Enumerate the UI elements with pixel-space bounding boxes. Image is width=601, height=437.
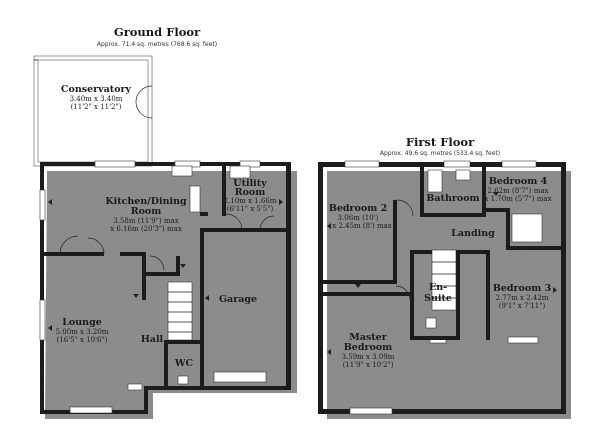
wc-toilet xyxy=(177,375,189,385)
bath-tub xyxy=(427,169,443,193)
master-bedroom-name: Master xyxy=(349,332,387,343)
kitchen-sink xyxy=(171,165,193,177)
ground-floor-title: Ground Floor xyxy=(114,25,201,39)
conservatory-inner-line xyxy=(37,59,149,163)
svg-text:3.40m x 3.40m: 3.40m x 3.40m xyxy=(70,95,123,103)
conservatory-door-swing xyxy=(135,101,153,119)
ground-stairs xyxy=(167,281,193,341)
kitchen-name: Kitchen/Dining xyxy=(105,196,187,207)
utility-wall-left xyxy=(222,166,226,216)
bathroom-basin xyxy=(455,169,471,181)
hall-name: Hall xyxy=(141,334,164,345)
ground-floor-header: Ground Floor Approx. 71.4 sq. metres (76… xyxy=(97,25,217,48)
ensuite-name: En- xyxy=(429,282,447,293)
first-stairs xyxy=(431,249,457,311)
ensuite-toilet xyxy=(425,317,437,329)
first-floor-title: First Floor xyxy=(406,135,475,149)
utility-wall-bottom xyxy=(200,228,290,232)
garage-name: Garage xyxy=(219,294,257,305)
lounge-window xyxy=(69,406,113,414)
utility-label: Utility Room 2.10m x 1.66m (6'11" x 5'5"… xyxy=(224,178,277,213)
lounge-label: Lounge 5.00m x 3.20m (16'5" x 10'6") xyxy=(56,317,109,344)
svg-text:2.77m x 2.42m: 2.77m x 2.42m xyxy=(496,294,549,302)
lounge-wall-top xyxy=(44,252,104,256)
svg-text:(9'1" x 7'11"): (9'1" x 7'11") xyxy=(499,302,546,310)
bedroom2-wall-bottom xyxy=(323,280,393,284)
svg-text:(6'11" x 5'5"): (6'11" x 5'5") xyxy=(227,205,274,213)
kitchen-label: Kitchen/Dining Room 3.58m (11'9") max x … xyxy=(105,196,187,233)
svg-text:3.06m (10'): 3.06m (10') xyxy=(338,214,379,222)
svg-text:x 6.16m (20'3") max: x 6.16m (20'3") max xyxy=(110,225,182,233)
bathroom-wall-bottom xyxy=(420,213,486,217)
bathroom-name: Bathroom xyxy=(426,193,479,204)
svg-text:Room: Room xyxy=(131,206,162,217)
bedroom4-name: Bedroom 4 xyxy=(489,176,548,187)
svg-text:Bedroom: Bedroom xyxy=(344,342,392,353)
svg-text:(16'5" x 10'6"): (16'5" x 10'6") xyxy=(57,336,108,344)
bedroom3-label: Bedroom 3 2.77m x 2.42m (9'1" x 7'11") xyxy=(493,283,551,310)
wc-wall-left xyxy=(164,340,168,386)
svg-text:x 2.45m (8') max: x 2.45m (8') max xyxy=(332,222,391,230)
svg-text:3.59m x 3.09m: 3.59m x 3.09m xyxy=(342,353,395,361)
svg-text:(11'2" x 11'2"): (11'2" x 11'2") xyxy=(71,103,122,111)
svg-text:5.00m x 3.20m: 5.00m x 3.20m xyxy=(56,328,109,336)
first-floor-plan xyxy=(318,160,571,419)
svg-text:2.10m x 1.66m: 2.10m x 1.66m xyxy=(224,197,277,205)
ground-outer-wall-right xyxy=(286,162,291,390)
bedroom4-label: Bedroom 4 2.62m (8'7") max x 1.70m (5'7"… xyxy=(484,176,551,203)
lounge-wall-right xyxy=(142,252,146,300)
bedroom4-wall-bottom xyxy=(506,246,561,250)
garage-wall-left xyxy=(200,228,204,388)
master-wall-top xyxy=(323,292,410,296)
garage-door xyxy=(213,371,267,383)
bedroom2-label: Bedroom 2 3.06m (10') x 2.45m (8') max xyxy=(329,203,392,230)
svg-text:3.58m (11'9") max: 3.58m (11'9") max xyxy=(113,217,178,225)
bedroom3-name: Bedroom 3 xyxy=(493,283,551,294)
svg-text:Suite: Suite xyxy=(424,293,452,304)
lounge-door-swing xyxy=(59,235,79,255)
landing-name: Landing xyxy=(451,228,495,239)
svg-text:2.62m (8'7") max: 2.62m (8'7") max xyxy=(488,187,549,195)
ensuite-wall-left xyxy=(410,250,414,340)
ground-floor-area: Approx. 71.4 sq. metres (768.6 sq. feet) xyxy=(97,41,217,48)
utility-name: Utility xyxy=(233,178,267,189)
svg-text:(11'9" x 10'2"): (11'9" x 10'2") xyxy=(343,361,394,369)
lounge-name: Lounge xyxy=(62,317,102,328)
utility-sink xyxy=(229,165,251,179)
bedroom2-name: Bedroom 2 xyxy=(329,203,387,214)
bedroom3-wall-left xyxy=(486,250,490,340)
ground-outer-wall-a xyxy=(40,162,290,414)
ensuite-label: En- Suite xyxy=(424,282,452,304)
svg-text:x 1.70m (5'7") max: x 1.70m (5'7") max xyxy=(484,195,551,203)
master-bedroom-label: Master Bedroom 3.59m x 3.09m (11'9" x 10… xyxy=(342,332,395,369)
first-floor-header: First Floor Approx. 49.6 sq. metres (533… xyxy=(380,135,500,157)
svg-text:Room: Room xyxy=(235,187,266,198)
front-door xyxy=(127,383,143,391)
kitchen-counter xyxy=(189,185,201,213)
kitchen-window xyxy=(94,160,136,168)
bedroom2-wall-right xyxy=(393,200,397,284)
first-floor-area: Approx. 49.6 sq. metres (533.4 sq. feet) xyxy=(380,150,500,157)
ground-floor-plan xyxy=(33,55,297,419)
wardrobe xyxy=(511,213,543,243)
conservatory-name: Conservatory xyxy=(61,84,132,95)
wc-name: WC xyxy=(174,358,194,369)
conservatory-label: Conservatory 3.40m x 3.40m (11'2" x 11'2… xyxy=(61,84,132,111)
